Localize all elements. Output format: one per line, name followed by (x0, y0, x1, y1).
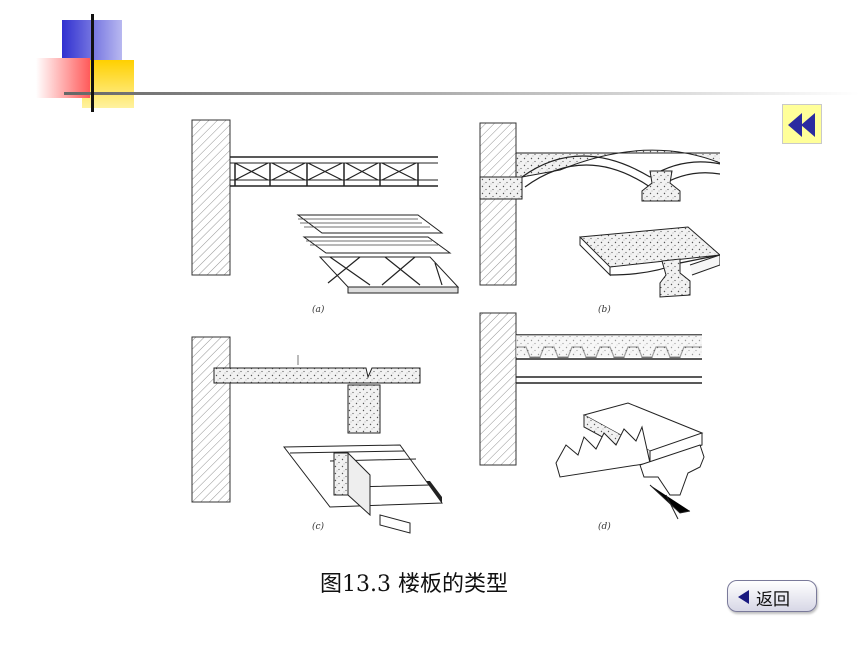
deco-yellow-square (82, 60, 134, 108)
panel-label-a: (a) (312, 304, 325, 315)
back-button[interactable] (782, 104, 822, 144)
return-button[interactable]: 返回 (727, 580, 817, 612)
double-left-arrow-icon (788, 113, 815, 137)
panel-d-wall (479, 312, 517, 466)
panel-label-c: (c) (312, 521, 325, 532)
panel-a-timber-floor (191, 119, 460, 294)
left-triangle-icon (738, 590, 749, 604)
header-line (64, 92, 860, 95)
panel-label-b: (b) (598, 304, 611, 315)
panel-b-arch-floor (479, 122, 726, 298)
figure-caption: 图13.3 楼板的类型 (320, 572, 508, 597)
floor-slab-drawings: (a) (b) (191, 119, 726, 534)
panel-a-wall (191, 119, 231, 276)
panel-b-wall (479, 122, 517, 286)
panel-c-concrete-slab (191, 336, 443, 534)
panel-c-wall (191, 336, 231, 503)
header-decoration (36, 14, 860, 112)
panel-label-d: (d) (598, 521, 611, 532)
return-button-label: 返回 (756, 590, 790, 610)
floor-slab-figure: (a) (b) (180, 115, 726, 540)
header-vertical-line (91, 14, 94, 112)
deco-red-square (36, 58, 90, 98)
panel-d-composite-floor (479, 312, 705, 520)
